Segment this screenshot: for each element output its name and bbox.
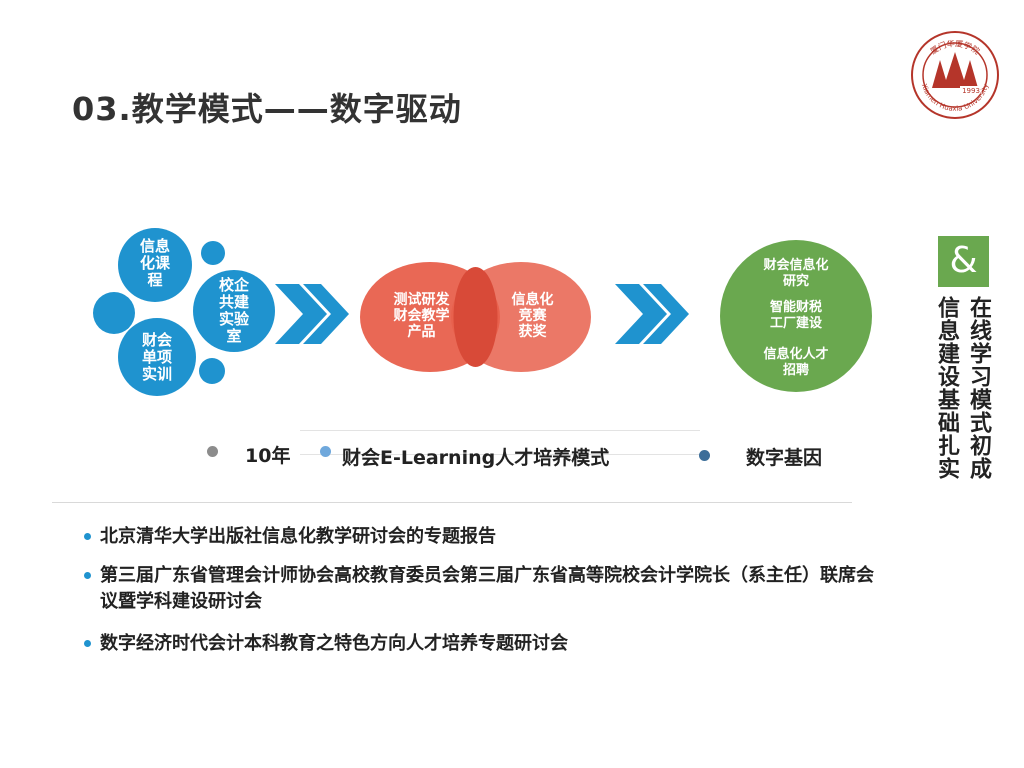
vertical-text-online: 在线学习模式初成 xyxy=(966,296,991,480)
decor-circle xyxy=(199,358,225,384)
university-logo: 1993 Xiamen Huaxia University 厦门华厦学院 xyxy=(911,31,999,119)
bullet-icon xyxy=(84,572,91,579)
green-item-research: 财会信息化 研究 xyxy=(763,258,829,289)
page-title: 03.教学模式——数字驱动 xyxy=(72,90,462,128)
ampersand-badge: & xyxy=(938,236,989,287)
legend-dot-darkblue xyxy=(699,450,710,461)
decor-circle xyxy=(93,292,135,334)
bullet-item: 第三届广东省管理会计师协会高校教育委员会第三届广东省高等院校会计学院长（系主任）… xyxy=(100,565,874,612)
legend-line xyxy=(300,430,700,431)
legend-line xyxy=(300,454,700,455)
venn-overlap xyxy=(453,267,498,367)
vertical-text-infra: 信息建设基础扎实 xyxy=(934,296,959,480)
bullet-item: 北京清华大学出版社信息化教学研讨会的专题报告 xyxy=(100,526,496,547)
bullet-icon xyxy=(84,533,91,540)
bullet-item: 数字经济时代会计本科教育之特色方向人才培养专题研讨会 xyxy=(100,633,568,654)
green-item-recruit: 信息化人才 招聘 xyxy=(763,347,829,378)
bullet-icon xyxy=(84,640,91,647)
chevron-arrow-icon xyxy=(615,284,689,344)
legend-label-model: 财会E-Learning人才培养模式 xyxy=(342,447,610,469)
venn-right-label: 信息化 竞赛 获奖 xyxy=(511,292,554,340)
circle-lab: 校企 共建 实验 室 xyxy=(193,270,275,352)
decor-circle xyxy=(201,241,225,265)
legend-dot-lightblue xyxy=(320,446,331,457)
green-circle xyxy=(720,240,872,392)
legend-label-gene: 数字基因 xyxy=(746,447,823,469)
legend-label-years: 10年 xyxy=(245,445,291,467)
venn-left-label: 测试研发 财会教学 产品 xyxy=(393,292,450,340)
circle-lab-label: 校企 共建 实验 室 xyxy=(218,276,249,345)
circle-finance-training-label: 财会 单项 实训 xyxy=(141,331,172,383)
divider xyxy=(52,502,852,503)
circle-info-course: 信息 化课 程 xyxy=(118,228,192,302)
chevron-arrow-icon xyxy=(275,284,349,344)
logo-year: 1993 xyxy=(962,87,980,95)
legend-dot-gray xyxy=(207,446,218,457)
circle-finance-training: 财会 单项 实训 xyxy=(118,318,196,396)
circle-info-course-label: 信息 化课 程 xyxy=(139,237,170,289)
green-item-factory: 智能财税 工厂建设 xyxy=(769,300,822,331)
